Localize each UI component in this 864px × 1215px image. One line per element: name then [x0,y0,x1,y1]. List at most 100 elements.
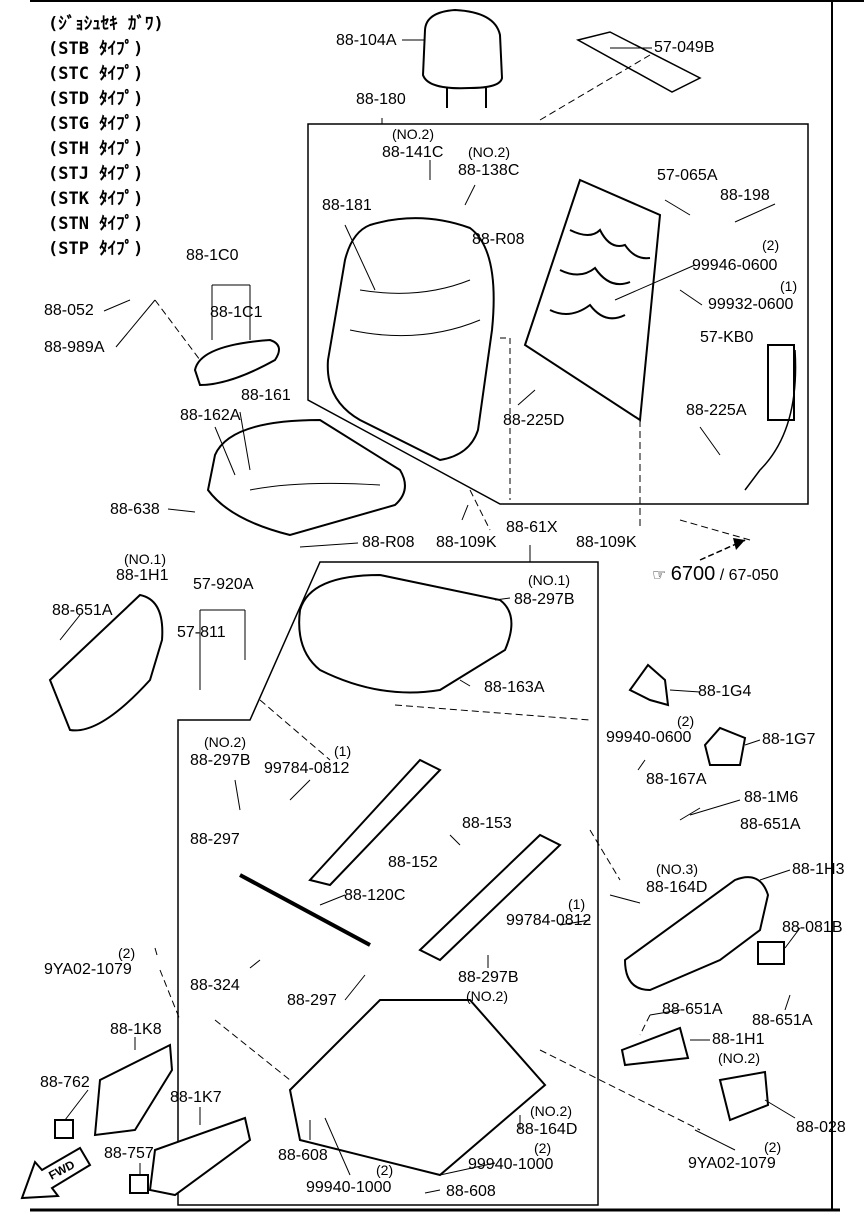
part-note: (NO.3) [656,861,698,877]
part-note: (2) [534,1140,552,1156]
type-note: (STB ﾀｲﾌﾟ) [48,39,144,59]
part-label: 88-608 [278,1147,328,1164]
part-note: (NO.2) [530,1103,572,1119]
part-label: 88-608 [446,1183,496,1200]
part-label: 88-181 [322,197,372,214]
part-label: 99946-0600 [692,257,778,274]
part-label: 88-164D [646,879,708,896]
part-label: 88-164D [516,1121,578,1138]
type-note: (STP ﾀｲﾌﾟ) [48,239,144,259]
headrest-shape [421,8,504,108]
part-label: 99784-0812 [506,912,592,929]
reference: ☞ 6700 / 67-050 [652,564,778,584]
type-note: (STD ﾀｲﾌﾟ) [48,89,144,109]
part-label: 88-651A [52,602,113,619]
part-label: 88-167A [646,771,707,788]
part-label: 88-297B [514,591,575,608]
part-label: 88-1K7 [170,1089,222,1106]
seat-back-frame-shape [523,178,662,422]
part-label: 88-1C1 [210,304,263,321]
part-note: (2) [118,945,136,961]
part-label: 88-1K8 [110,1021,162,1038]
part-label: 88-1C0 [186,247,239,264]
part-label: 88-161 [241,387,291,404]
part-note: (2) [762,237,780,253]
part-note: (1) [334,743,352,759]
part-label: 88-989A [44,339,105,356]
part-label: 57-811 [177,624,226,641]
reference-separator: / [719,567,725,584]
part-label: 88-198 [720,187,770,204]
part-label: 57-049B [654,39,715,56]
part-label: 88-120C [344,887,406,904]
part-label: 88-R08 [362,534,415,551]
part-note: (NO.2) [468,144,510,160]
part-label: 88-180 [356,91,406,108]
part-label: 88-109K [576,534,637,551]
part-label: 88-141C [382,144,444,161]
part-note: (NO.2) [204,734,246,750]
part-label: 88-1G7 [762,731,816,748]
part-label: 88-153 [462,815,512,832]
part-label: 88-757 [104,1145,154,1162]
part-label: 88-1M6 [744,789,799,806]
part-label: 88-651A [662,1001,723,1018]
part-label: 88-152 [388,854,438,871]
part-label: 88-651A [740,816,801,833]
part-label: 99784-0812 [264,760,350,777]
part-label: 57-KB0 [700,329,754,346]
part-label: 88-225D [503,412,565,429]
part-note: (NO.2) [466,988,508,1004]
fwd-arrow-shape [20,1146,92,1200]
part-label: 88-297B [190,752,251,769]
pointing-hand-icon: ☞ [652,567,667,584]
part-note: (2) [677,713,695,729]
part-label: 88-162A [180,407,241,424]
part-label: 57-920A [193,576,254,593]
part-label: 88-762 [40,1074,90,1091]
type-note: (STJ ﾀｲﾌﾟ) [48,164,144,184]
part-label: 88-225A [686,402,747,419]
type-note: (STG ﾀｲﾌﾟ) [48,114,144,134]
part-note: (NO.1) [528,572,570,588]
part-label: 99940-1000 [306,1179,392,1196]
part-label: 88-028 [796,1119,846,1136]
part-label: 99932-0600 [708,296,794,313]
part-label: 88-052 [44,302,94,319]
part-label: 88-651A [752,1012,813,1029]
part-label: 99940-1000 [468,1156,554,1173]
part-note: (2) [764,1139,782,1155]
part-label: 9YA02-1079 [44,961,132,978]
part-label: 88-109K [436,534,497,551]
part-label: 88-297 [287,992,337,1009]
part-label: 9YA02-1079 [688,1155,776,1172]
part-label: 88-138C [458,162,520,179]
part-label: 99940-0600 [606,729,692,746]
reference-number: 6700 [670,563,716,585]
part-label: 88-324 [190,977,240,994]
part-label: 88-1G4 [698,683,752,700]
seat-cushion-shape [206,418,406,537]
type-note: (ｼﾞｮｼｭｾｷ ｶﾞﾜ) [48,14,164,34]
part-label: 88-638 [110,501,160,518]
part-label: 88-297B [458,969,519,986]
part-note: (2) [376,1162,394,1178]
type-note: (STC ﾀｲﾌﾟ) [48,64,144,84]
part-label: 88-163A [484,679,545,696]
part-note: (NO.2) [718,1050,760,1066]
type-note: (STH ﾀｲﾌﾟ) [48,139,144,159]
part-note: (NO.1) [124,551,166,567]
part-label: 88-R08 [472,231,525,248]
reference-code: 67-050 [728,567,779,584]
part-label: 57-065A [657,167,718,184]
part-label: 88-081B [782,919,843,936]
part-note: (1) [568,896,586,912]
type-note: (STK ﾀｲﾌﾟ) [48,189,144,209]
part-label: 88-297 [190,831,240,848]
part-label: 88-61X [506,519,558,536]
part-label: 88-1H1 [116,567,169,584]
part-label: 88-1H3 [792,861,845,878]
type-note: (STN ﾀｲﾌﾟ) [48,214,144,234]
